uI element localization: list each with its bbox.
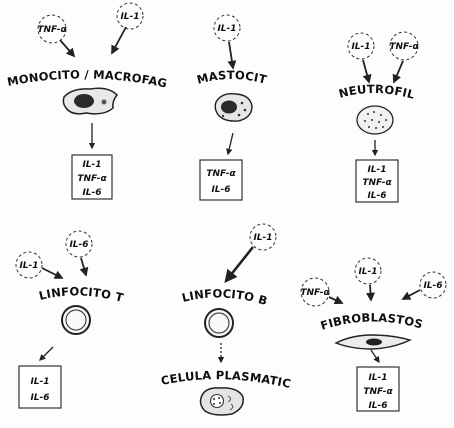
product-label: IL-6 bbox=[367, 191, 386, 201]
stimulus-arrow bbox=[224, 246, 255, 284]
cytokine-product-box: IL-1 IL-6 bbox=[18, 365, 62, 409]
monocyte-panel: TNF-α IL-1 MONOCITO / MACROFAGO IL-1 TNF… bbox=[0, 0, 168, 200]
stimulus-bubble: IL-6 bbox=[65, 230, 93, 258]
stimulus-bubble: IL-1 bbox=[213, 14, 241, 42]
stimulus-bubble: TNF-α bbox=[37, 14, 67, 44]
stimulus-arrow bbox=[328, 295, 344, 305]
product-label: IL-6 bbox=[211, 185, 230, 195]
stimulus-label: IL-1 bbox=[253, 233, 272, 243]
stimulus-bubble: IL-1 bbox=[15, 251, 43, 279]
fibroblast-panel: TNF-α IL-1 IL-6 FIBROBLASTOS IL-1 TNF-α … bbox=[300, 257, 447, 412]
stimulus-label: IL-6 bbox=[69, 240, 88, 250]
stimulus-arrow bbox=[59, 39, 76, 58]
stimulus-arrow bbox=[227, 41, 237, 70]
cytokine-product-box: TNF-α IL-6 bbox=[199, 159, 243, 201]
plasma-cell-icon bbox=[199, 387, 245, 416]
plasma-cell-name: CELULA PLASMATICA bbox=[0, 0, 292, 391]
macrophage-cell-icon bbox=[62, 87, 119, 115]
stimulus-arrow bbox=[79, 257, 89, 277]
stimulus-label: IL-1 bbox=[351, 42, 370, 52]
product-label: IL-6 bbox=[368, 401, 387, 411]
product-label: TNF-α bbox=[77, 174, 107, 184]
cytokine-product-box: IL-1 TNF-α IL-6 bbox=[356, 366, 400, 412]
stimulus-label: IL-6 bbox=[423, 281, 442, 291]
product-label: IL-1 bbox=[368, 373, 387, 383]
stimulus-arrow bbox=[111, 26, 127, 55]
secretion-arrow bbox=[370, 349, 380, 364]
product-label: IL-1 bbox=[82, 160, 101, 170]
cell-name: LINFOCITO B bbox=[180, 286, 269, 308]
stimulus-bubble: TNF-α bbox=[300, 277, 330, 307]
cytokine-product-box: IL-1 TNF-α IL-6 bbox=[355, 159, 399, 203]
tcell-panel: IL-1 IL-6 LINFOCITO T IL-1 IL-6 bbox=[15, 230, 125, 409]
stimulus-arrow bbox=[362, 59, 372, 84]
bcell-panel: IL-1 LINFOCITO B CELULA PLASMATICA bbox=[0, 0, 292, 416]
stimulus-arrow bbox=[366, 284, 376, 302]
product-label: TNF-α bbox=[362, 178, 392, 188]
stimulus-bubble: IL-1 bbox=[116, 2, 144, 30]
stimulus-label: TNF-α bbox=[300, 288, 330, 298]
stimulus-label: IL-1 bbox=[217, 24, 236, 34]
neutrophil-cell-icon bbox=[356, 105, 394, 135]
cytokine-product-box: IL-1 TNF-α IL-6 bbox=[71, 154, 113, 200]
fibroblast-cell-icon bbox=[334, 334, 412, 350]
stimulus-arrow bbox=[401, 289, 421, 300]
secretion-arrow bbox=[39, 346, 54, 361]
cell-name: LINFOCITO T bbox=[37, 284, 125, 305]
lymphocyte-cell-icon bbox=[204, 308, 234, 338]
secretion-arrow bbox=[226, 132, 234, 156]
stimulus-arrow bbox=[392, 60, 404, 84]
stimulus-bubble: IL-1 bbox=[347, 32, 375, 60]
product-label: TNF-α bbox=[363, 387, 393, 397]
stimulus-label: TNF-α bbox=[389, 42, 419, 52]
stimulus-label: IL-1 bbox=[120, 12, 139, 22]
stimulus-bubble: IL-1 bbox=[354, 257, 382, 285]
mast-cell-icon bbox=[214, 92, 253, 122]
product-label: IL-6 bbox=[30, 393, 49, 403]
cell-name: FIBROBLASTOS bbox=[319, 310, 425, 332]
stimulus-bubble: IL-1 bbox=[249, 223, 277, 251]
stimulus-label: IL-1 bbox=[358, 267, 377, 277]
product-label: IL-1 bbox=[367, 165, 386, 175]
stimulus-label: TNF-α bbox=[37, 25, 67, 35]
stimulus-arrow bbox=[41, 267, 64, 279]
product-label: IL-6 bbox=[82, 188, 101, 198]
stimulus-label: IL-1 bbox=[19, 261, 38, 271]
product-label: TNF-α bbox=[206, 169, 236, 179]
stimulus-bubble: TNF-α bbox=[389, 31, 419, 61]
product-label: IL-1 bbox=[30, 377, 49, 387]
lymphocyte-cell-icon bbox=[61, 305, 91, 335]
stimulus-bubble: IL-6 bbox=[419, 271, 447, 299]
